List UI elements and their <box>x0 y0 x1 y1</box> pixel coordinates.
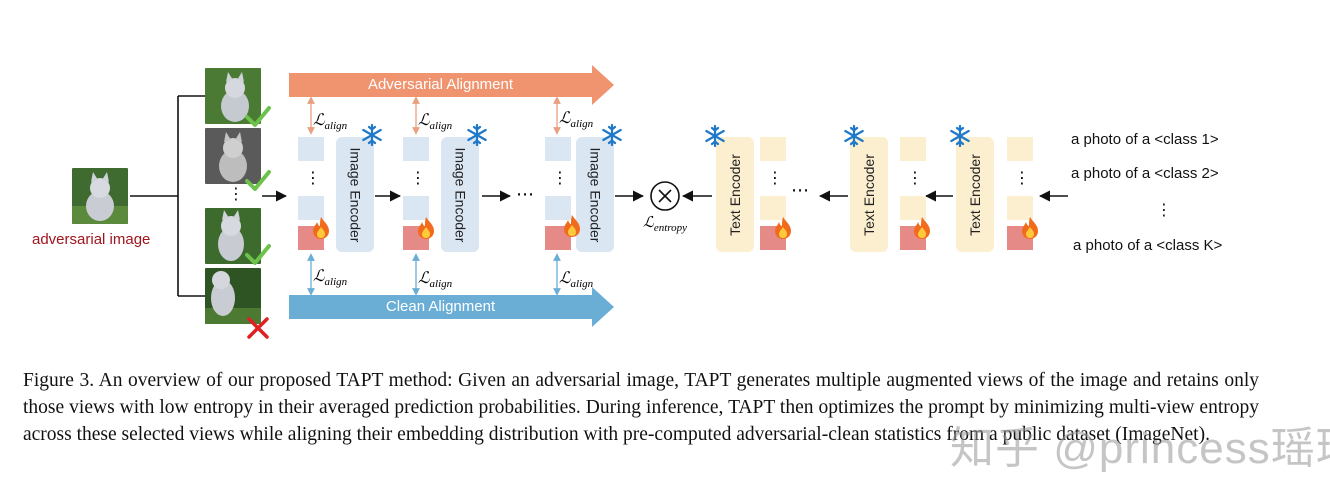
tokens-vertical-dots: ⋮ <box>410 170 426 187</box>
image-encoder-3: Image Encoder <box>576 137 614 252</box>
augmented-view-3 <box>205 208 261 264</box>
loss-align-label: ℒalign <box>418 270 453 291</box>
image-encoder-1: Image Encoder <box>336 137 374 252</box>
text-encoder-1: Text Encoder <box>716 137 754 252</box>
watermark: 知乎 @princess瑶瑶 <box>950 424 1330 473</box>
text-encoder-label: Text Encoder <box>967 153 983 236</box>
cross-icon <box>247 317 269 339</box>
figure-caption: Figure 3. An overview of our proposed TA… <box>23 370 1259 445</box>
text-encoder-label: Text Encoder <box>861 153 877 236</box>
cat-image <box>205 268 261 324</box>
cat-image <box>205 128 261 184</box>
adversarial-alignment-arrow <box>289 65 614 105</box>
text-token <box>760 137 786 161</box>
loss-align-label: ℒalign <box>418 112 453 133</box>
clean-alignment-label: Clean Alignment <box>385 298 496 315</box>
text-token <box>900 137 926 161</box>
cat-image <box>205 208 261 264</box>
flame-icon <box>775 217 791 239</box>
flame-icon <box>1022 217 1038 239</box>
cat-image <box>205 68 261 124</box>
tokens-vertical-dots: ⋮ <box>907 170 923 187</box>
cat-image <box>72 168 128 224</box>
diagram-connectors <box>130 65 1068 327</box>
image-encoder-2: Image Encoder <box>441 137 479 252</box>
check-icon <box>245 106 271 127</box>
prompts-vertical-dots: ⋮ <box>1156 202 1172 219</box>
text-token <box>900 196 926 220</box>
text-token <box>1007 196 1033 220</box>
feature-token <box>298 137 324 161</box>
feature-token <box>545 137 571 161</box>
text-encoder-2: Text Encoder <box>850 137 888 252</box>
feature-token <box>298 196 324 220</box>
flame-icon <box>914 217 930 239</box>
augmented-view-1 <box>205 68 261 124</box>
image-encoder-label: Image Encoder <box>347 147 364 242</box>
loss-align-label: ℒalign <box>313 268 348 289</box>
snowflake-icon <box>844 124 864 148</box>
snowflake-icon <box>705 124 725 148</box>
snowflake-icon <box>362 123 382 147</box>
feature-token <box>545 196 571 220</box>
input-image-label: adversarial image <box>32 231 151 248</box>
loss-align-label: ℒalign <box>559 110 594 131</box>
tokens-vertical-dots: ⋮ <box>767 170 783 187</box>
flame-icon <box>313 217 329 239</box>
snowflake-icon <box>602 123 622 147</box>
tokens-vertical-dots: ⋮ <box>305 170 321 187</box>
adversarial-alignment-label: Adversarial Alignment <box>367 76 514 93</box>
loss-align-label: ℒalign <box>559 270 594 291</box>
augmented-view-4 <box>205 268 261 324</box>
views-vertical-dots: ⋮ <box>228 186 244 203</box>
image-encoder-label: Image Encoder <box>452 147 469 242</box>
encoder-horizontal-dots: ⋯ <box>791 180 809 200</box>
text-token <box>760 196 786 220</box>
prompt-class-1: a photo of a <class 1> <box>1071 131 1219 148</box>
prompt-class-k: a photo of a <class K> <box>1073 237 1223 254</box>
check-icon <box>245 244 271 265</box>
snowflake-icon <box>950 124 970 148</box>
adversarial-input-image <box>72 168 128 224</box>
loss-entropy-label: ℒentropy <box>643 215 688 234</box>
snowflake-icon <box>467 123 487 147</box>
tokens-vertical-dots: ⋮ <box>552 170 568 187</box>
image-encoder-label: Image Encoder <box>587 147 604 242</box>
check-icon <box>245 170 271 191</box>
tokens-vertical-dots: ⋮ <box>1014 170 1030 187</box>
loss-align-label: ℒalign <box>313 112 348 133</box>
text-token <box>1007 137 1033 161</box>
text-encoder-label: Text Encoder <box>727 153 743 236</box>
augmented-view-2 <box>205 128 261 184</box>
flame-icon <box>418 217 434 239</box>
feature-token <box>403 196 429 220</box>
clean-alignment-arrow <box>289 287 614 327</box>
flame-icon <box>564 215 580 237</box>
prompt-class-2: a photo of a <class 2> <box>1071 165 1219 182</box>
encoder-horizontal-dots: ⋯ <box>516 184 534 204</box>
feature-token <box>403 137 429 161</box>
text-encoder-3: Text Encoder <box>956 137 994 252</box>
